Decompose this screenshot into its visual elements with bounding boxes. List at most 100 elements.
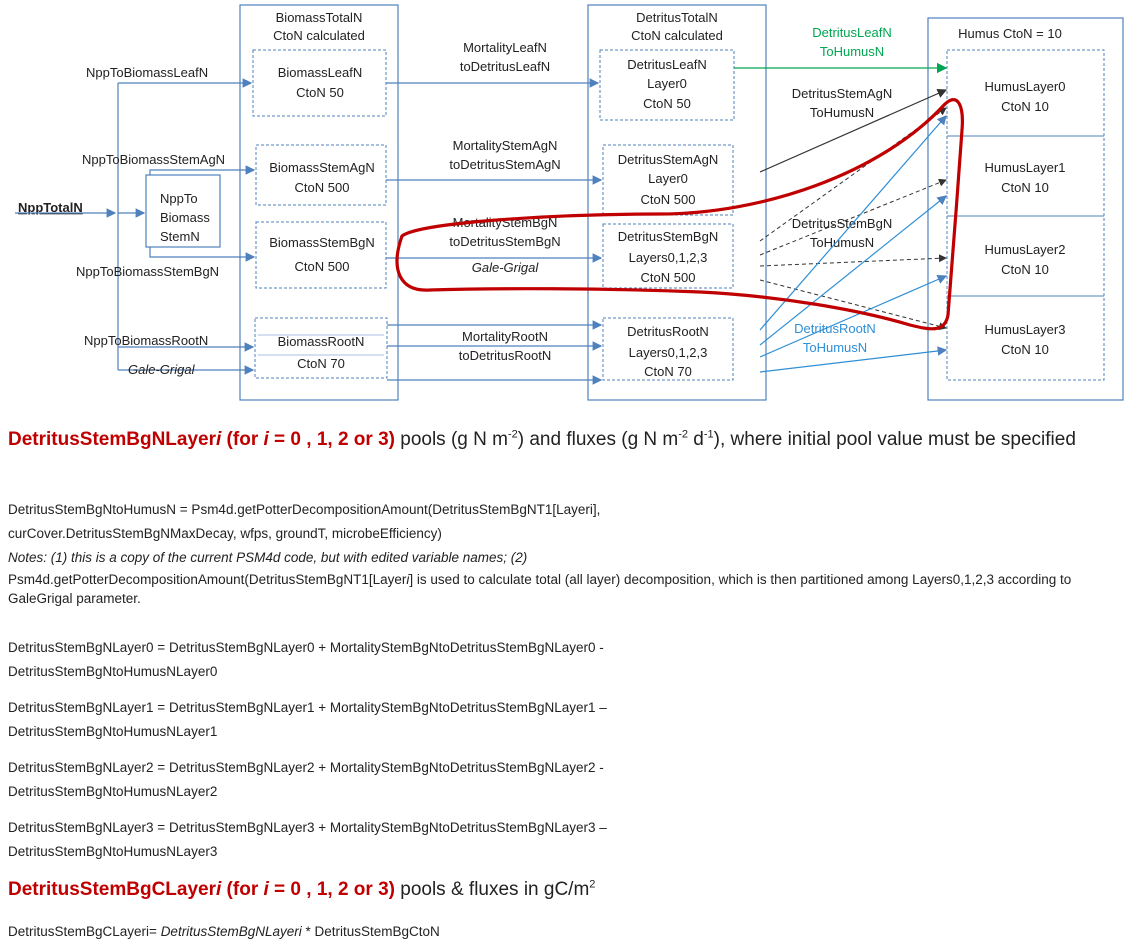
humus-layers-box — [946, 49, 1105, 381]
biomass-stem-ag-line1: BiomassStemAgN — [269, 160, 374, 175]
detritus-stem-ag-line3: CtoN 500 — [641, 192, 696, 207]
equation-layer0-b: DetritusStemBgNtoHumusNLayer0 — [8, 664, 218, 679]
biomass-stem-bg-box — [255, 221, 387, 289]
heading1-text-b: ) and fluxes (g N m — [517, 429, 679, 450]
partition-i: i — [406, 572, 410, 587]
humus-header: Humus CtoN = 10 — [958, 26, 1062, 41]
npp-stem-line2: Biomass — [160, 210, 210, 225]
npp-stem-box — [145, 174, 221, 248]
humus-container — [927, 17, 1124, 401]
detritus-stem-ag-line2: Layer0 — [648, 171, 688, 186]
mort-root-line1: MortalityRootN — [462, 329, 548, 344]
detritus-stem-bg-line2: Layers0,1,2,3 — [629, 250, 708, 265]
carbon-eq-b: * DetritusStemBgCtoN — [301, 924, 440, 939]
detritus-stem-bg-line1: DetritusStemBgN — [618, 229, 718, 244]
biomass-stem-bg-line1: BiomassStemBgN — [269, 235, 374, 250]
equation-layer1-a: DetritusStemBgNLayer1 = DetritusStemBgNL… — [8, 700, 607, 715]
flux-stembg-humus-line2: ToHumusN — [810, 235, 874, 250]
detritus-header-line2: CtoN calculated — [631, 28, 723, 43]
mort-leaf-line1: MortalityLeafN — [463, 40, 547, 55]
biomass-leaf-line1: BiomassLeafN — [278, 65, 363, 80]
heading1-sup3: -1 — [703, 428, 714, 441]
heading1-text-d: ), where initial pool value must be spec… — [713, 429, 1076, 450]
heading2-for-rest: = 0 , 1, 2 or 3) — [268, 879, 395, 900]
npp-root-label: NppToBiomassRootN — [84, 333, 208, 348]
heading1-i2: i — [263, 429, 269, 450]
flux-root-humus-line1: DetritusRootN — [794, 321, 876, 336]
heading-detritus-stem-bg-n: DetritusStemBgNLayeri (for i = 0 , 1, 2 … — [8, 428, 1123, 452]
flux-root-humus-line2: ToHumusN — [803, 340, 867, 355]
flux-stemag-humus-line2: ToHumusN — [810, 105, 874, 120]
biomass-leaf-line2: CtoN 50 — [296, 85, 344, 100]
mort-root-line2: toDetritusRootN — [459, 348, 551, 363]
detritus-root-box — [602, 317, 734, 381]
heading1-for-rest: = 0 , 1, 2 or 3) — [268, 429, 395, 450]
mort-leaf-line2: toDetritusLeafN — [460, 59, 550, 74]
code-line-2: curCover.DetritusStemBgNMaxDecay, wfps, … — [8, 526, 442, 541]
biomass-stem-ag-line2: CtoN 500 — [295, 180, 350, 195]
detritus-root-line1: DetritusRootN — [627, 324, 709, 339]
heading2-for-open: (for — [221, 879, 264, 900]
heading2-name: DetritusStemBgCLayer — [8, 879, 216, 900]
npp-leaf-label: NppToBiomassLeafN — [86, 65, 208, 80]
biomass-root-line2: CtoN 70 — [297, 356, 345, 371]
heading1-name: DetritusStemBgNLayer — [8, 429, 216, 450]
heading1-i: i — [216, 429, 222, 450]
stemag-to-humus-arrow — [759, 88, 948, 173]
detritus-header-line1: DetritusTotalN — [636, 10, 718, 25]
biomass-header-line1: BiomassTotalN — [276, 10, 363, 25]
biomass-root-box — [254, 317, 388, 379]
humus-layer1-line1: HumusLayer1 — [985, 160, 1066, 175]
npp-stem-line3: StemN — [160, 229, 200, 244]
root-to-humus-arrow-1 — [759, 195, 947, 346]
heading2-i2: i — [263, 879, 269, 900]
heading1-for-open: (for — [221, 429, 264, 450]
stembg-to-humus-arrow-2 — [759, 254, 947, 267]
carbon-eq-i: DetritusStemBgNLayeri — [160, 924, 302, 939]
equation-layer2-a: DetritusStemBgNLayer2 = DetritusStemBgNL… — [8, 760, 604, 775]
flow-diagram: BiomassTotalN CtoN calculated DetritusTo… — [15, 4, 1124, 401]
mort-stem-bg-line2: toDetritusStemBgN — [449, 234, 560, 249]
mort-stem-ag-line1: MortalityStemAgN — [453, 138, 558, 153]
root-to-humus-arrow-3 — [759, 346, 948, 373]
partition-paragraph: Psm4d.getPotterDecompositionAmount(Detri… — [8, 570, 1123, 608]
carbon-eq-a: DetritusStemBgCLayeri= — [8, 924, 161, 939]
humus-layer2-line2: CtoN 10 — [1001, 262, 1049, 277]
partition-text-a: Psm4d.getPotterDecompositionAmount(Detri… — [8, 572, 407, 587]
equation-layer0-a: DetritusStemBgNLayer0 = DetritusStemBgNL… — [8, 640, 604, 655]
flux-leaf-humus-line1: DetritusLeafN — [812, 25, 891, 40]
heading1-sup2: -2 — [678, 428, 689, 441]
npp-stem-bg-arrow — [149, 247, 256, 262]
humus-layer3-line2: CtoN 10 — [1001, 342, 1049, 357]
biomass-container — [239, 4, 399, 401]
partition-text-b: ] is used to calculate total (all layer)… — [8, 572, 1072, 606]
npp-stem-bg-label: NppToBiomassStemBgN — [76, 264, 219, 279]
gale-grigal-label-1: Gale-Grigal — [128, 362, 196, 377]
biomass-stem-bg-line2: CtoN 500 — [295, 259, 350, 274]
equation-layer3-b: DetritusStemBgNtoHumusNLayer3 — [8, 844, 218, 859]
humus-layer0-line1: HumusLayer0 — [985, 79, 1066, 94]
npp-stem-ag-arrow — [149, 165, 256, 175]
npp-stem-line1: NppTo — [160, 191, 198, 206]
biomass-stem-ag-box — [255, 144, 387, 206]
heading-detritus-stem-bg-c: DetritusStemBgCLayeri (for i = 0 , 1, 2 … — [8, 878, 1123, 902]
stembg-to-humus-arrow-1 — [759, 178, 947, 256]
detritus-leaf-box — [599, 49, 735, 121]
humus-layer0-line2: CtoN 10 — [1001, 99, 1049, 114]
flux-stemag-humus-line1: DetritusStemAgN — [792, 86, 892, 101]
detritus-root-line2: Layers0,1,2,3 — [629, 345, 708, 360]
flux-leaf-humus-line2: ToHumusN — [820, 44, 884, 59]
humus-layer2-line1: HumusLayer2 — [985, 242, 1066, 257]
notes-line: Notes: (1) this is a copy of the current… — [8, 550, 528, 565]
biomass-leaf-box — [252, 49, 387, 117]
red-highlight-outline — [395, 98, 964, 331]
detritus-stem-bg-box — [602, 223, 734, 289]
detritus-leaf-line3: CtoN 50 — [643, 96, 691, 111]
humus-layer1-line2: CtoN 10 — [1001, 180, 1049, 195]
heading1-text-c: d — [688, 429, 704, 450]
root-to-humus-arrow-0 — [759, 115, 947, 331]
detritus-stem-ag-line1: DetritusStemAgN — [618, 152, 718, 167]
detritus-leaf-line2: Layer0 — [647, 76, 687, 91]
heading2-text-a: pools & fluxes in gC/m — [394, 879, 590, 900]
biomass-header-line2: CtoN calculated — [273, 28, 365, 43]
